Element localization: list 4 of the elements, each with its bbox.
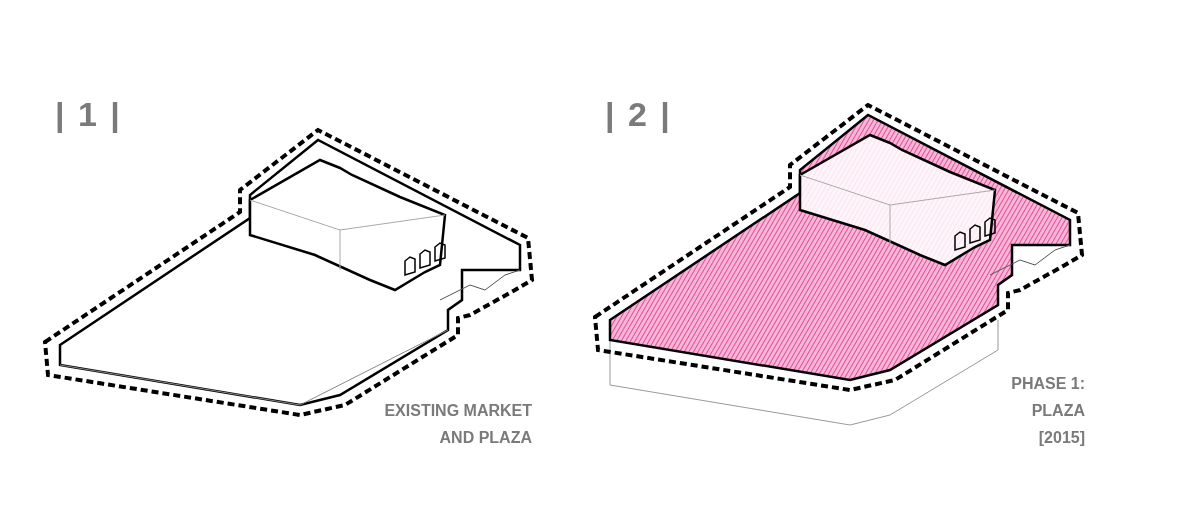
panel-number: | 2 | [605, 95, 672, 134]
panel-number: | 1 | [55, 95, 122, 134]
panel-caption: PHASE 1: PLAZA [2015] [1010, 374, 1085, 448]
panel-caption: EXISTING MARKET AND PLAZA [383, 401, 532, 448]
